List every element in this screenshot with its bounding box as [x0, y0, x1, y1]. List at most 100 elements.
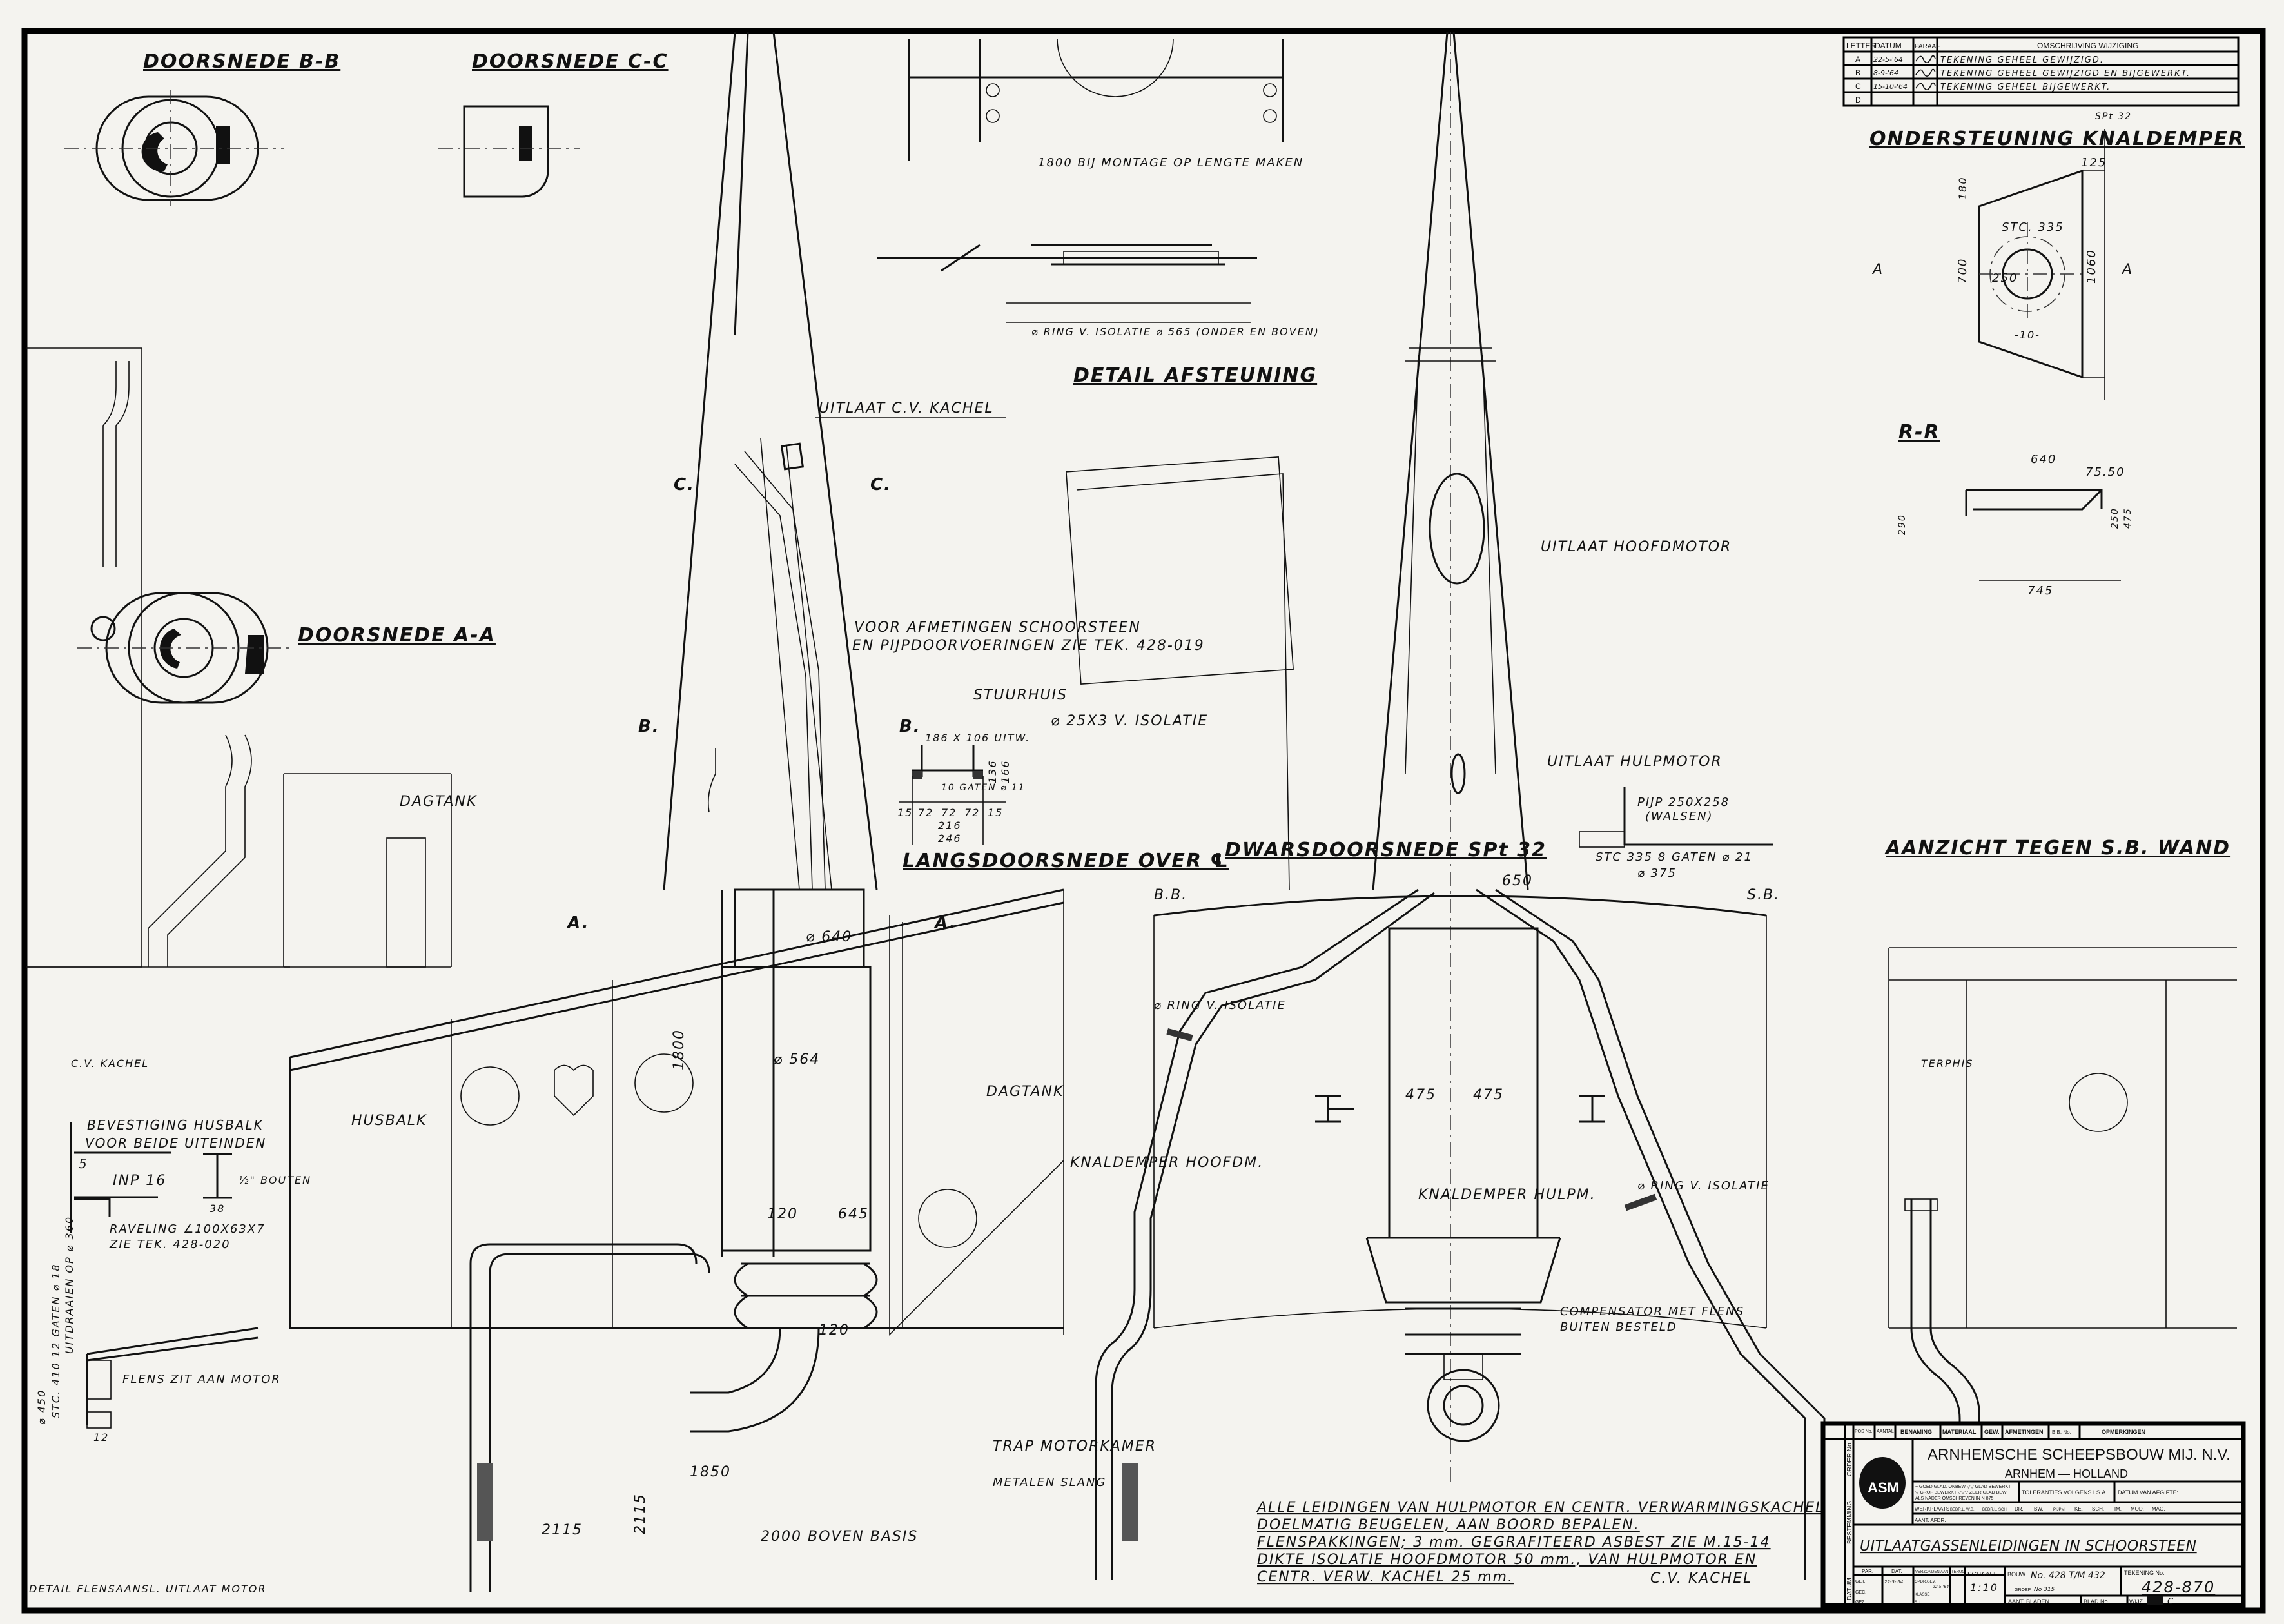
drawing-label: B.	[899, 717, 921, 736]
drawing-label: UITLAAT HOOFDMOTOR	[1541, 539, 1732, 555]
drawing-label: ⌀ RING V. ISOLATIE	[1637, 1179, 1770, 1193]
drawing-label: ⌀ RING V. ISOLATIE	[1154, 999, 1286, 1012]
drawing-label: 475	[1405, 1087, 1436, 1103]
drawing-label: DAGTANK	[986, 1084, 1064, 1100]
transverse-section: UITLAAT HOOFDMOTOR UITLAAT HULPMOTOR DWA…	[1070, 32, 2128, 1587]
drawing-label: DAT.	[1891, 1569, 1902, 1574]
longitudinal-detail: STUURHUIS ⌀ 25X3 V. ISOLATIE 186 X 106 U…	[897, 687, 1229, 872]
drawing-label: B.B.	[1154, 887, 1187, 903]
drawing-label: ASM	[1868, 1480, 1899, 1496]
drawing-label: DOORSNEDE B-B	[143, 50, 340, 73]
drawing-label: SCH.	[2092, 1506, 2104, 1512]
drawing-label: 745	[2027, 584, 2053, 598]
drawing-label: KNALDEMPER HOOFDM.	[1070, 1155, 1264, 1171]
drawing-label: DETAIL AFSTEUNING	[1073, 364, 1317, 387]
drawing-label: 475	[2123, 507, 2133, 529]
drawing-label: DR.	[2015, 1506, 2024, 1512]
drawing-label: METALEN SLANG	[993, 1476, 1106, 1489]
drawing-label: 22-5-'64	[1884, 1580, 1903, 1585]
drawing-title: UITLAATGASSENLEIDINGEN IN SCHOORSTEEN	[1860, 1538, 2197, 1554]
drawing-label: TEKENING GEHEEL GEWIJZIGD EN BIJGEWERKT.	[1940, 69, 2191, 79]
drawing-label: STC. 410 12 GATEN ⌀ 18	[50, 1263, 62, 1418]
drawing-label: ⌀ 450	[35, 1389, 48, 1425]
drawing-label: GEZ.	[1855, 1600, 1866, 1605]
drawing-label: VOOR AFMETINGEN SCHOORSTEEN	[854, 620, 1141, 636]
drawing-label: EN PIJPDOORVOERINGEN ZIE TEK. 428-019	[852, 638, 1205, 654]
drawing-label: TERPHIS	[1921, 1057, 1974, 1070]
drawing-label: DOORSNEDE A-A	[298, 624, 496, 647]
drawing-label: B	[1855, 68, 1860, 77]
section-cc-view: DOORSNEDE C-C	[438, 50, 667, 198]
drawing-label: A	[2121, 262, 2133, 278]
drawing-label: No 315	[2034, 1587, 2055, 1593]
drawing-label: BW.	[2034, 1506, 2044, 1512]
drawing-label: BESTEMMING	[1846, 1501, 1853, 1544]
drawing-label: GEW.	[1984, 1429, 2000, 1435]
drawing-label: 700	[1956, 258, 1969, 284]
title-block: POS No. AANTAL BENAMING MATERIAAL GEW. A…	[1820, 1421, 2246, 1608]
parts-list-header: POS No. AANTAL BENAMING MATERIAAL GEW. A…	[1855, 1423, 2145, 1439]
drawing-label: ▽ GROF BEWERKT ▽▽▽ ZEER GLAD BEW	[1915, 1491, 2007, 1495]
drawing-label: MATERIAAL	[1942, 1429, 1977, 1435]
drawing-label: ONDERSTEUNING KNALDEMPER	[1869, 128, 2245, 150]
drawing-label: 38	[210, 1202, 225, 1215]
drawing-label: BLAD No.	[2084, 1598, 2109, 1605]
drawing-label: No. 428 T/M 432	[2031, 1570, 2105, 1581]
metal-hose	[477, 1463, 493, 1541]
drawing-label: 2115	[542, 1522, 583, 1538]
drawing-label: WERKPLAATS	[1915, 1506, 1949, 1512]
drawing-label: UITLAAT HULPMOTOR	[1547, 754, 1723, 770]
drawing-label: MAG.	[2152, 1506, 2165, 1512]
drawing-label: S.B.	[1747, 887, 1780, 903]
drawing-label: A	[1855, 55, 1860, 64]
drawing-label: 216	[938, 819, 962, 832]
drawing-label: AANZICHT TEGEN S.B. WAND	[1884, 837, 2230, 859]
drawing-label: ½" BOUTEN	[239, 1174, 311, 1186]
drawing-label: LANGSDOORSNEDE OVER ℄	[903, 850, 1229, 872]
drawing-label: 22-5-'64	[1933, 1585, 1949, 1589]
drawing-label: 650	[1502, 873, 1533, 889]
drawing-label: D	[1855, 95, 1861, 104]
drawing-frame	[21, 28, 2266, 1614]
drawing-label: INP 16	[113, 1173, 166, 1189]
drawing-label: 250	[1992, 271, 2018, 285]
section-rr-view: R-R 640 75.50 745 290 250 475	[1897, 421, 2133, 598]
drawing-label: 120	[819, 1322, 850, 1338]
asm-logo	[1859, 1457, 1906, 1509]
drawing-label: 75.50	[2085, 465, 2125, 479]
revision-row: A 22-5-'64 TEKENING GEHEEL GEWIJZIGD.	[1855, 55, 2103, 65]
drawing-label: TRAP MOTORKAMER	[993, 1438, 1157, 1454]
drawing-label: 246	[938, 832, 962, 845]
drawing-label: 5	[79, 1156, 88, 1171]
rev-header-letter: LETTER	[1846, 41, 1876, 50]
rev-header-initials: PARAAF	[1915, 43, 1940, 50]
drawing-label: KLASSE	[1915, 1593, 1929, 1597]
drawing-label: HUSBALK	[351, 1113, 427, 1129]
drawing-label: PIJPM.	[2053, 1508, 2066, 1512]
drawing-label: 186 X 106 UITW.	[925, 732, 1030, 744]
drawing-label: AANTAL	[1877, 1429, 1894, 1434]
drawing-label: TIM.	[2111, 1506, 2122, 1512]
drawing-label: WIJZ.	[2129, 1598, 2145, 1605]
drawing-label: ALS NADER OMSCHREVEN IN N 875	[1915, 1496, 1993, 1501]
drawing-label: AANT. BLADEN	[2008, 1598, 2049, 1605]
drawing-label: 2115	[632, 1493, 649, 1534]
drawing-label: DWARSDOORSNEDE SPt 32	[1225, 839, 1547, 861]
drawing-label: (WALSEN)	[1645, 810, 1713, 823]
metal-hose	[1122, 1463, 1138, 1541]
drawing-label: STUURHUIS	[973, 687, 1068, 703]
drawing-label: 1800 BIJ MONTAGE OP LENGTE MAKEN	[1038, 156, 1303, 170]
longitudinal-section: DAGTANK HUSBALK UITLAAT C.V. KACHEL VOOR…	[289, 32, 1205, 1592]
drawing-number: 428-870	[2142, 1578, 2215, 1596]
drawing-label: ~ GOED GLAD. ONBEW ▽▽ GLAD BEWERKT	[1915, 1485, 2011, 1489]
drawing-label: 250	[2110, 507, 2120, 529]
drawing-label: 475	[1473, 1087, 1504, 1103]
drawing-label: VOOR BEIDE UITEINDEN	[85, 1135, 266, 1151]
drawing-label: BOUW	[2007, 1571, 2026, 1578]
drawing-label: OPMERKINGEN	[2102, 1429, 2145, 1435]
drawing-label: 72	[941, 807, 957, 819]
drawing-label: TERUG	[1951, 1570, 1965, 1574]
drawing-label: 8-9-'64	[1873, 69, 1898, 77]
drawing-label: ⌀ 25X3 V. ISOLATIE	[1051, 713, 1208, 729]
drawing-label: UITDRAAIEN OP ⌀ 360	[63, 1216, 75, 1354]
